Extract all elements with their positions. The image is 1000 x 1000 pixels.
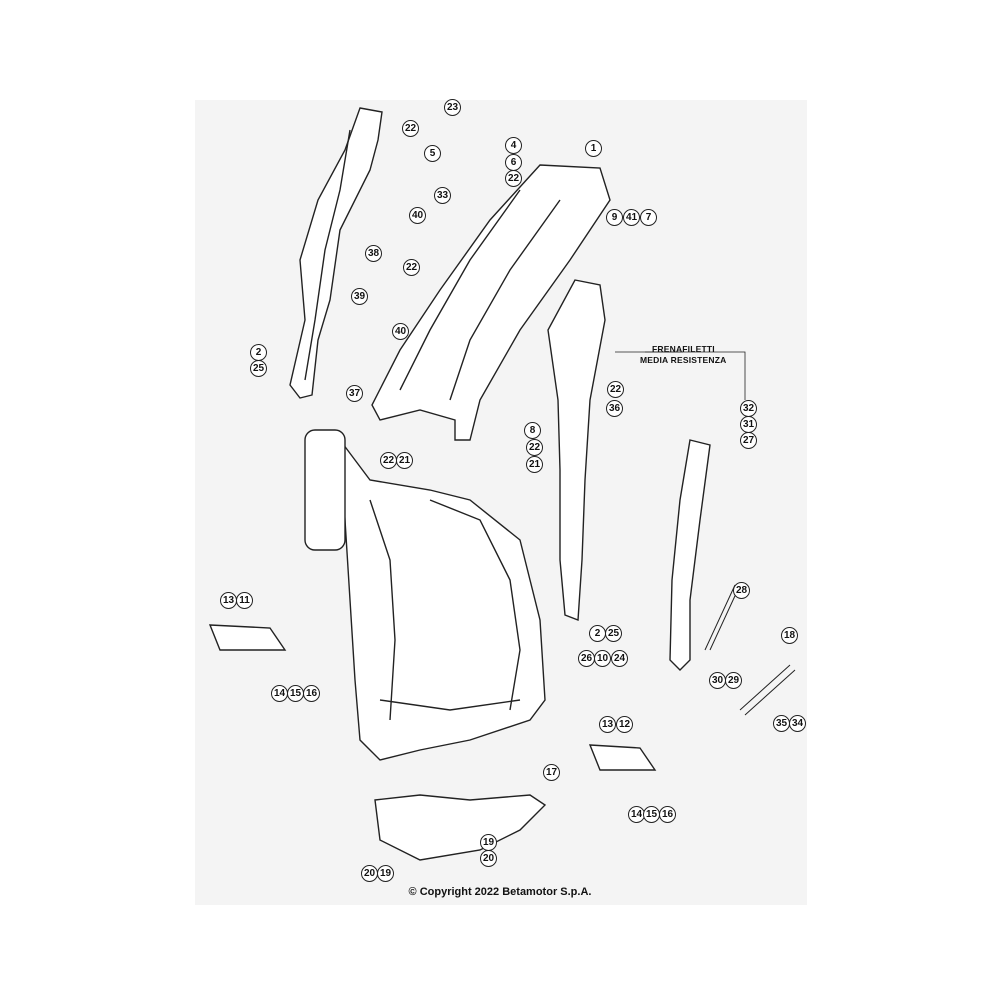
callout-7[interactable]: 7 — [640, 209, 657, 226]
callout-1[interactable]: 1 — [585, 140, 602, 157]
callout-19[interactable]: 19 — [480, 834, 497, 851]
callout-30[interactable]: 30 — [709, 672, 726, 689]
main-frame — [304, 429, 546, 761]
callout-22[interactable]: 22 — [402, 120, 419, 137]
callout-21[interactable]: 21 — [396, 452, 413, 469]
callout-39[interactable]: 39 — [351, 288, 368, 305]
callout-8[interactable]: 8 — [524, 422, 541, 439]
callout-18[interactable]: 18 — [781, 627, 798, 644]
callout-41[interactable]: 41 — [623, 209, 640, 226]
callout-15[interactable]: 15 — [643, 806, 660, 823]
callout-20[interactable]: 20 — [361, 865, 378, 882]
callout-28[interactable]: 28 — [733, 582, 750, 599]
right-side-panel — [547, 279, 606, 621]
callout-22[interactable]: 22 — [607, 381, 624, 398]
callout-22[interactable]: 22 — [380, 452, 397, 469]
callout-16[interactable]: 16 — [303, 685, 320, 702]
callout-36[interactable]: 36 — [606, 400, 623, 417]
callout-22[interactable]: 22 — [505, 170, 522, 187]
callout-33[interactable]: 33 — [434, 187, 451, 204]
callout-12[interactable]: 12 — [616, 716, 633, 733]
side-stand — [669, 439, 711, 671]
callout-6[interactable]: 6 — [505, 154, 522, 171]
callout-19[interactable]: 19 — [377, 865, 394, 882]
leader-lines — [615, 351, 746, 400]
callout-40[interactable]: 40 — [409, 207, 426, 224]
footpegs — [208, 624, 657, 771]
copyright-notice: © Copyright 2022 Betamotor S.p.A. — [408, 886, 592, 898]
callout-5[interactable]: 5 — [424, 145, 441, 162]
callout-34[interactable]: 34 — [789, 715, 806, 732]
callout-29[interactable]: 29 — [725, 672, 742, 689]
callout-9[interactable]: 9 — [606, 209, 623, 226]
callout-2[interactable]: 2 — [250, 344, 267, 361]
skid-plate — [374, 794, 547, 861]
callout-27[interactable]: 27 — [740, 432, 757, 449]
callout-25[interactable]: 25 — [605, 625, 622, 642]
rear-subframe — [371, 164, 611, 441]
callout-13[interactable]: 13 — [599, 716, 616, 733]
callout-31[interactable]: 31 — [740, 416, 757, 433]
callout-21[interactable]: 21 — [526, 456, 543, 473]
callout-37[interactable]: 37 — [346, 385, 363, 402]
callout-4[interactable]: 4 — [505, 137, 522, 154]
callout-17[interactable]: 17 — [543, 764, 560, 781]
callout-26[interactable]: 26 — [578, 650, 595, 667]
callout-14[interactable]: 14 — [271, 685, 288, 702]
callout-20[interactable]: 20 — [480, 850, 497, 867]
callout-15[interactable]: 15 — [287, 685, 304, 702]
callout-2[interactable]: 2 — [589, 625, 606, 642]
callout-22[interactable]: 22 — [403, 259, 420, 276]
callout-24[interactable]: 24 — [611, 650, 628, 667]
threadlocker-note-line1: FRENAFILETTI — [652, 344, 715, 354]
threadlocker-note-line2: MEDIA RESISTENZA — [640, 355, 727, 365]
callout-22[interactable]: 22 — [526, 439, 543, 456]
callout-23[interactable]: 23 — [444, 99, 461, 116]
callout-10[interactable]: 10 — [594, 650, 611, 667]
left-side-panel — [289, 107, 383, 399]
callout-25[interactable]: 25 — [250, 360, 267, 377]
callout-32[interactable]: 32 — [740, 400, 757, 417]
callout-11[interactable]: 11 — [236, 592, 253, 609]
air-filter-box — [304, 429, 346, 551]
callout-40[interactable]: 40 — [392, 323, 409, 340]
callout-13[interactable]: 13 — [220, 592, 237, 609]
callout-16[interactable]: 16 — [659, 806, 676, 823]
callout-38[interactable]: 38 — [365, 245, 382, 262]
callout-35[interactable]: 35 — [773, 715, 790, 732]
springs — [704, 584, 796, 716]
